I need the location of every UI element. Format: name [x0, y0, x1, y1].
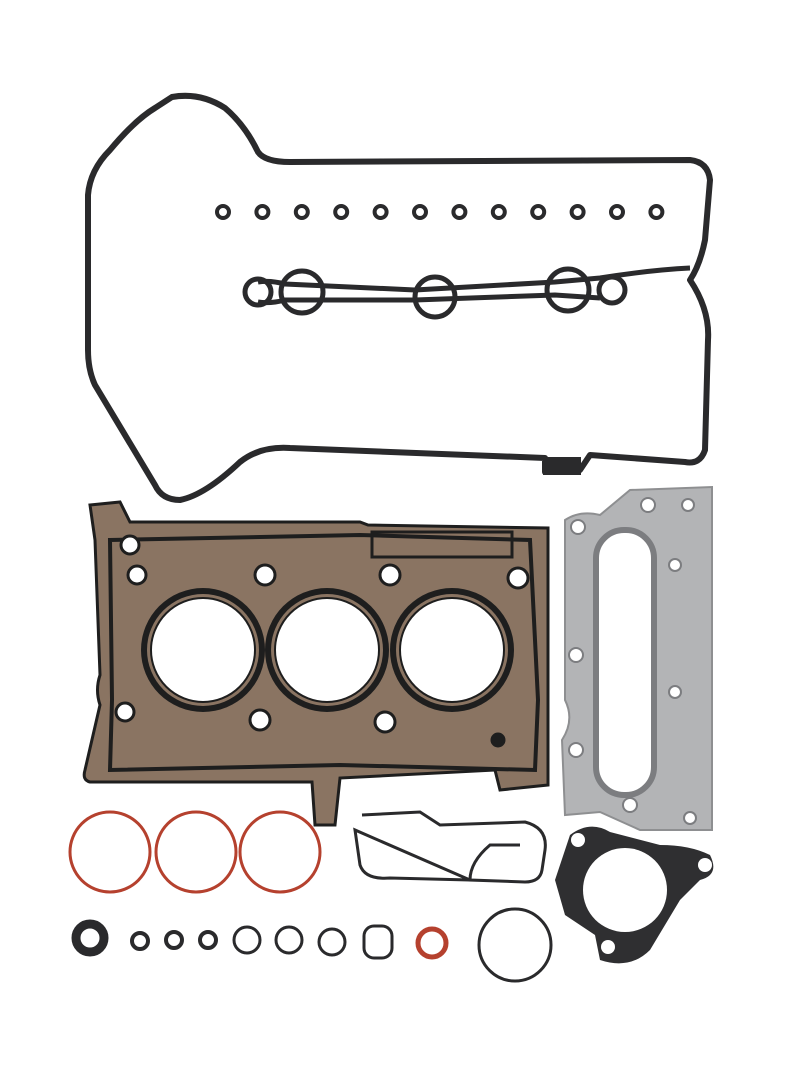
cylinder-bore-1: [150, 597, 256, 703]
housing-gasket: [353, 810, 547, 884]
valve-stem-seal: [215, 204, 231, 220]
cylinder-head-gasket: [82, 500, 550, 827]
exhaust-manifold-gasket: [560, 485, 713, 831]
valve-cover-gasket: [85, 92, 713, 503]
intake-o-rings: [68, 810, 322, 894]
valve-stem-seal: [451, 204, 468, 220]
valve-stem-seal: [333, 204, 350, 220]
valve-stem-seal: [293, 204, 310, 220]
valve-stem-seal: [372, 204, 389, 220]
valve-stem-seal: [530, 204, 547, 220]
cylinder-bore-2: [274, 597, 380, 703]
valve-cover-tab: [543, 457, 581, 475]
small-seals: [71, 907, 553, 983]
cylinder-bore-3: [399, 597, 505, 703]
valve-stem-seal: [254, 204, 271, 220]
valve-stem-seal: [490, 204, 507, 220]
shaft-seal: [71, 919, 109, 957]
spark-plug-tube-gasket: [242, 265, 691, 320]
pump-gasket: [555, 826, 714, 964]
valve-stem-seal: [648, 204, 665, 220]
valve-stem-seals: [215, 204, 665, 220]
valve-stem-seal: [609, 204, 625, 220]
valve-stem-seal: [412, 204, 428, 220]
valve-stem-seal: [569, 204, 586, 220]
